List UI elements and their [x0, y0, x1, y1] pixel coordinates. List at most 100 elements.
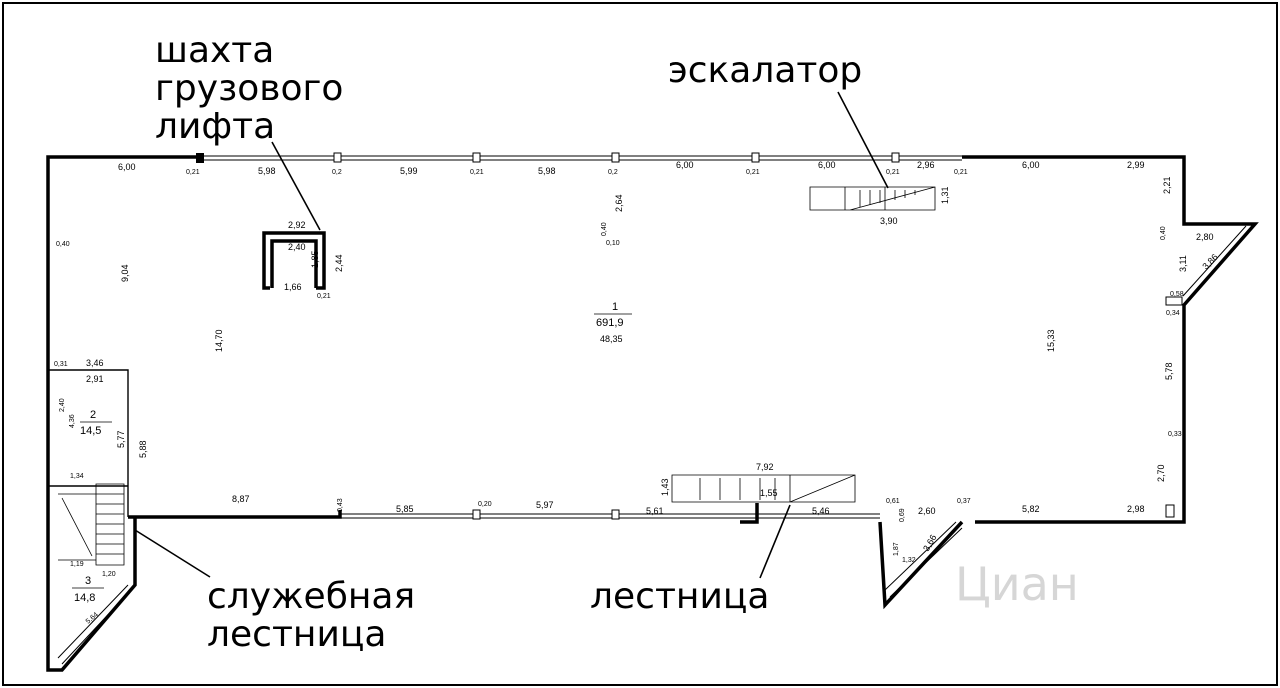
dimension-label: 6,00 [676, 160, 694, 170]
label-escalator: эскалатор [668, 50, 862, 91]
dimension-label: 2,98 [1127, 504, 1145, 514]
dimension-label: 1,55 [760, 488, 778, 498]
stair [671, 474, 856, 503]
room-2-number: 2 [90, 409, 96, 421]
freight-lift-shaft [262, 231, 326, 290]
dimension-label: 2,96 [917, 160, 935, 170]
service-stair [58, 483, 125, 566]
dimension-label: 0,21 [186, 169, 200, 176]
dimension-label: 0,69 [899, 508, 906, 522]
leader-stair [759, 504, 791, 579]
dimension-label: 0,33 [1168, 431, 1182, 438]
label-freight-lift-3: лифта [155, 106, 275, 147]
dimension-label: 0,31 [54, 361, 68, 368]
room-3-number: 3 [85, 575, 91, 587]
dimension-label: 0,58 [1170, 291, 1184, 298]
dimension-label: 0,20 [478, 501, 492, 508]
dimension-label: 1,20 [102, 571, 116, 578]
label-freight-lift-1: шахта [155, 30, 274, 71]
dimension-label: 0,21 [954, 169, 968, 176]
dimensions-lift: 2,92 2,40 1,85 2,44 1,66 0,21 2,64 0,40 … [284, 194, 624, 300]
dimension-label: 3,46 [86, 358, 104, 368]
dimension-label: 7,92 [756, 462, 774, 472]
dimension-label: 1,85 [310, 250, 320, 268]
dimension-label: 2,80 [1196, 232, 1214, 242]
glass-bottom-diagonal [884, 521, 963, 598]
dimension-label: 0,40 [601, 222, 608, 236]
watermark: Циан [955, 557, 1079, 611]
outer-wall-right [962, 155, 1259, 524]
dimension-label: 6,00 [1022, 160, 1040, 170]
dimension-label: 0,61 [886, 498, 900, 505]
dimension-label: 5,97 [536, 500, 554, 510]
room-1-area: 691,9 [596, 317, 624, 329]
dimension-label: 5,61 [646, 506, 664, 516]
escalator [809, 186, 936, 211]
dimension-label: 5,85 [396, 504, 414, 514]
dimension-label: 5,98 [258, 166, 276, 176]
label-service-stair-2: лестница [207, 614, 386, 655]
glass-left-diagonal [57, 584, 132, 665]
glass-facade-bottom [340, 513, 880, 519]
dimension-label: 2,91 [86, 374, 104, 384]
dimension-label: 2,60 [918, 506, 936, 516]
room-3-area: 14,8 [74, 592, 95, 604]
dimension-label: 2,64 [614, 194, 624, 212]
label-stair: лестница [590, 576, 769, 617]
label-service-stair-1: служебная [207, 576, 415, 617]
dimension-label: 6,00 [118, 162, 136, 172]
dimension-label: 2,99 [1127, 160, 1145, 170]
leader-freight-lift [271, 141, 321, 231]
dimension-label: 5,78 [1164, 362, 1174, 380]
dimensions-top: 6,00 5,98 5,99 5,98 6,00 6,00 2,96 6,00 … [118, 160, 1145, 176]
dimension-label: 9,04 [120, 264, 130, 282]
dimension-label: 4,36 [69, 414, 76, 428]
glass-right-diagonal [1182, 225, 1253, 302]
room-2-walls [48, 369, 129, 517]
dimension-label: 2,92 [288, 220, 306, 230]
dimension-label: 0,40 [1160, 226, 1167, 240]
dimensions-bottom: 8,87 0,43 5,85 5,97 5,61 5,46 0,20 7,92 … [232, 462, 1145, 564]
dimension-label: 0,21 [470, 169, 484, 176]
dimension-label: 5,64 [85, 611, 100, 625]
dimension-label: 0,10 [606, 240, 620, 247]
dimension-label: 5,82 [1022, 504, 1040, 514]
dimension-label: 0,21 [886, 169, 900, 176]
dimension-label: 0,40 [56, 241, 70, 248]
dimension-label: 1,19 [70, 561, 84, 568]
leader-escalator [837, 91, 889, 189]
dimension-label: 1,32 [902, 557, 916, 564]
dimension-label: 0,37 [957, 498, 971, 505]
dimension-label: 0,43 [337, 498, 344, 512]
dimension-label: 0,2 [608, 169, 618, 176]
label-freight-lift-2: грузового [155, 68, 343, 109]
dimension-label: 2,40 [59, 398, 66, 412]
dimension-label: 5,99 [400, 166, 418, 176]
dimension-label: 5,98 [538, 166, 556, 176]
dimension-label: 3,90 [880, 216, 898, 226]
dimension-label: 0,2 [332, 169, 342, 176]
dimension-label: 2,44 [334, 254, 344, 272]
dimensions-left: 9,04 14,70 0,40 3,46 2,91 0,31 5,77 5,88… [54, 241, 224, 626]
dimension-label: 1,66 [284, 282, 302, 292]
dimension-label: 1,43 [660, 478, 670, 496]
dimension-label: 0,34 [1166, 310, 1180, 317]
outer-wall-left [46, 155, 200, 672]
wall-bottom-left [128, 510, 342, 519]
outer-wall-bottom-notch [878, 520, 964, 610]
dimension-label: 1,87 [893, 542, 900, 556]
dimension-label: 3,11 [1178, 255, 1188, 272]
room-2-area: 14,5 [80, 425, 101, 437]
dimension-label: 2,70 [1156, 464, 1166, 482]
dimensions-right: 1,31 3,90 2,21 2,80 3,11 3,86 15,33 5,78… [880, 176, 1220, 482]
dimension-label: 2,40 [288, 242, 306, 252]
dimension-label: 2,21 [1162, 176, 1172, 194]
room-1-perimeter: 48,35 [600, 334, 623, 344]
dimension-label: 5,46 [812, 506, 830, 516]
dimension-label: 14,70 [214, 329, 224, 352]
leader-service-stair [134, 529, 211, 578]
dimension-label: 0,21 [746, 169, 760, 176]
glass-facade-top [200, 155, 962, 161]
room-1-number: 1 [612, 301, 618, 313]
